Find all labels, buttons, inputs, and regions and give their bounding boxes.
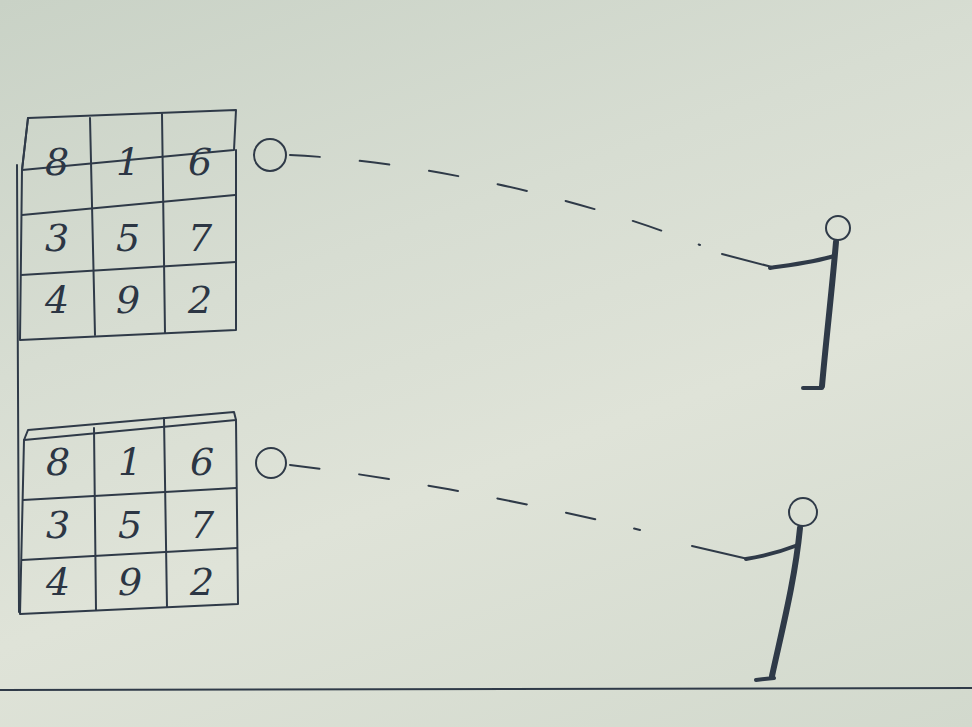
cell: 3 <box>24 211 90 265</box>
ball <box>254 139 286 171</box>
table-cell: 5 <box>116 219 140 257</box>
table-cell: 8 <box>45 143 69 181</box>
cell: 1 <box>97 435 163 489</box>
cell: 6 <box>167 135 233 189</box>
stick-figure <box>746 498 817 680</box>
cell: 6 <box>169 435 235 489</box>
cell: 8 <box>24 135 90 189</box>
table-cell: 2 <box>188 281 212 319</box>
cell: 5 <box>97 498 163 552</box>
table-cell: 4 <box>45 281 69 319</box>
table-cell: 6 <box>190 443 214 481</box>
ball <box>256 448 286 478</box>
table-cell: 4 <box>46 563 70 601</box>
stick-figure <box>770 216 850 388</box>
number-grid <box>20 110 236 340</box>
cell: 7 <box>169 498 235 552</box>
table-cell: 9 <box>118 563 142 601</box>
cell: 9 <box>97 555 163 609</box>
cell: 9 <box>95 273 161 327</box>
bat <box>722 254 772 267</box>
trajectory <box>290 465 640 530</box>
table-cell: 7 <box>188 219 212 257</box>
table-cell: 1 <box>116 143 140 181</box>
cell: 8 <box>25 435 91 489</box>
number-grid <box>20 412 238 614</box>
cell: 1 <box>95 135 161 189</box>
cell: 2 <box>167 273 233 327</box>
table-cell: 2 <box>190 563 214 601</box>
cell: 4 <box>24 273 90 327</box>
table-cell: 6 <box>188 143 212 181</box>
ground-line <box>0 688 972 690</box>
table-cell: 7 <box>190 506 214 544</box>
cell: 5 <box>95 211 161 265</box>
margin-line <box>17 165 19 612</box>
table-cell: 1 <box>118 443 142 481</box>
table-cell: 9 <box>116 281 140 319</box>
cell: 4 <box>25 555 91 609</box>
table-cell: 3 <box>46 506 70 544</box>
cell: 3 <box>25 498 91 552</box>
table-cell: 5 <box>118 506 142 544</box>
trajectory <box>290 155 700 245</box>
table-cell: 3 <box>45 219 69 257</box>
cell: 2 <box>169 555 235 609</box>
cell: 7 <box>167 211 233 265</box>
bat <box>692 546 748 559</box>
table-cell: 8 <box>46 443 70 481</box>
